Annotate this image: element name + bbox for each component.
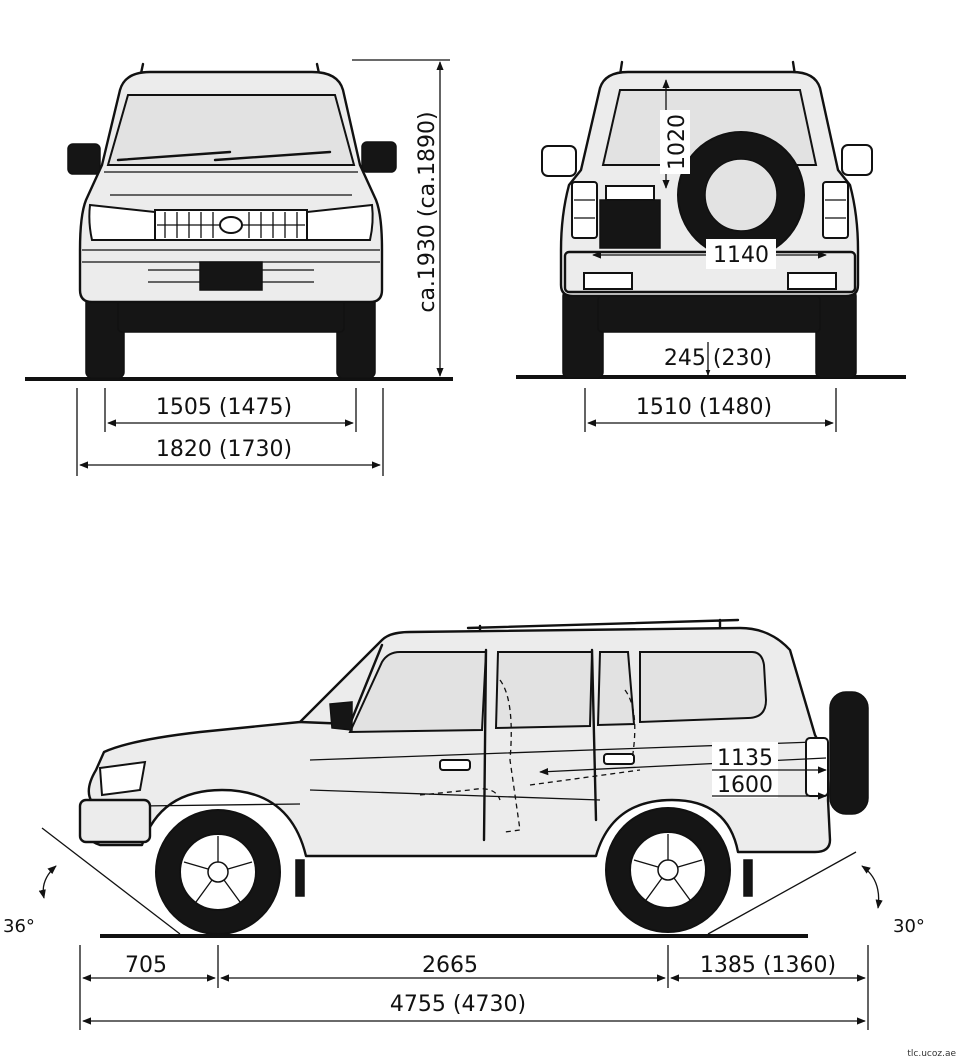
side-cargo-length-label: 1135 — [717, 746, 773, 771]
front-logo-icon — [219, 216, 243, 234]
rear-spare-height-label: 1020 — [665, 114, 690, 170]
side-middle-window — [494, 651, 594, 730]
side-rear-quarter-window — [596, 651, 636, 727]
rear-undercarriage — [597, 295, 821, 333]
front-width-label: 1820 (1730) — [156, 437, 292, 462]
front-left-mirror — [67, 143, 101, 175]
rear-right-taillight — [822, 181, 849, 239]
front-right-mirror — [361, 141, 397, 173]
front-windshield — [106, 94, 356, 166]
side-front-window — [348, 651, 488, 734]
rear-spare-width-label: 1140 — [713, 243, 769, 268]
side-wheelbase-label: 2665 — [422, 953, 478, 978]
side-cargo-window — [639, 651, 768, 724]
rear-clearance-dimension: 245 (230) — [652, 340, 784, 376]
rear-left-tire — [562, 289, 604, 379]
front-license-plate — [199, 261, 263, 291]
rear-left-taillight — [571, 181, 598, 239]
side-view — [78, 618, 869, 938]
front-view — [25, 62, 453, 381]
front-height-dimension: ca.1930 (ca.1890) — [352, 59, 450, 377]
rear-left-mirror — [541, 145, 577, 177]
rear-spare-width-dimension: 1140 — [592, 239, 827, 269]
side-headlight — [98, 760, 147, 797]
front-right-headlight — [306, 203, 374, 241]
rear-track-dimension: 1510 (1480) — [584, 388, 837, 432]
side-departure-angle: 30° — [707, 851, 925, 937]
front-left-headlight — [88, 203, 156, 241]
side-taillight — [805, 737, 829, 797]
side-front-door-handle — [439, 759, 471, 771]
rear-right-mirror — [841, 144, 873, 176]
front-height-label: ca.1930 (ca.1890) — [415, 111, 440, 312]
side-cargo-dimension: 1135 1600 — [539, 742, 827, 800]
side-front-overhang-label: 705 — [125, 953, 167, 978]
rear-spare-height-dimension: 1020 — [660, 79, 690, 189]
side-length-dimensions: 705 2665 1385 (1360) 4755 (4730) — [79, 945, 869, 1030]
side-departure-angle-label: 30° — [893, 916, 925, 937]
rear-track-label: 1510 (1480) — [636, 395, 772, 420]
rear-view — [516, 60, 906, 379]
rear-clearance-label: 245 (230) — [664, 346, 772, 371]
side-approach-angle: 36° — [3, 827, 181, 937]
side-rear-overhang-label: 1385 (1360) — [700, 953, 836, 978]
side-approach-angle-label: 36° — [3, 916, 35, 937]
side-length-label: 4755 (4730) — [390, 992, 526, 1017]
rear-right-tire — [815, 289, 857, 379]
side-cargo-length-long-label: 1600 — [717, 773, 773, 798]
watermark: tlc.ucoz.ae — [907, 1049, 956, 1059]
rear-license-plate — [599, 199, 661, 249]
side-front-bumper — [78, 798, 152, 844]
front-width-dimension: 1505 (1475) 1820 (1730) — [76, 388, 384, 476]
side-spare-tire — [829, 691, 869, 815]
front-track-label: 1505 (1475) — [156, 395, 292, 420]
side-rear-door-handle — [603, 753, 635, 765]
